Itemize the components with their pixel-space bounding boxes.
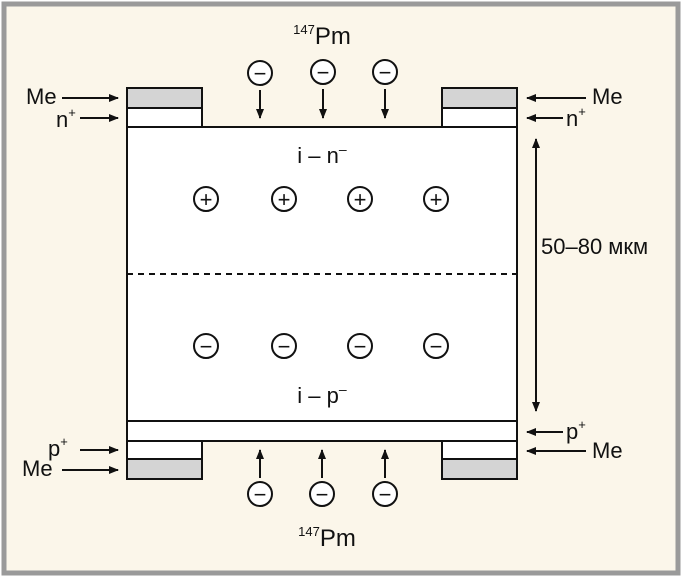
source-mass-top: 147 [293,22,315,37]
positive-charge-1: + [193,186,219,212]
label-n-plus-top-right: n+ [566,104,586,131]
negative-charge-2: − [271,333,297,359]
label-n-plus-top-left: n+ [56,105,76,132]
metal-contact-top-left [126,87,203,109]
p-plus-layer [126,420,518,442]
svg-text:−: − [379,482,392,507]
label-me-top-left: Me [26,84,57,109]
svg-text:−: − [430,334,443,359]
negative-charge-1: − [193,333,219,359]
source-label-bottom: 147Pm [298,524,356,552]
positive-charge-2: + [271,186,297,212]
n-plus-strip-top-left [126,107,203,128]
metal-contact-top-right [441,87,518,109]
svg-text:+: + [200,187,213,212]
svg-text:−: − [379,60,392,85]
region-label-upper: i – n– [297,141,347,168]
thickness-label: 50–80 мкм [541,234,648,259]
p-plus-strip-bottom-left [126,440,203,460]
svg-text:+: + [354,187,367,212]
source-mass-bottom: 147 [298,524,320,539]
svg-text:−: − [254,482,267,507]
incoming-particle-top-1: − [247,60,273,119]
svg-text:−: − [316,482,329,507]
region-label-lower: i – p– [297,381,347,408]
svg-text:−: − [354,334,367,359]
svg-text:−: − [317,60,330,85]
label-me-bottom-left: Me [22,456,53,481]
svg-text:−: − [200,334,213,359]
incoming-particle-bottom-2: − [309,449,335,507]
incoming-particle-bottom-1: − [247,449,273,507]
svg-text:+: + [278,187,291,212]
source-symbol-top: Pm [315,23,351,50]
svg-text:+: + [430,187,443,212]
negative-charge-4: − [423,333,449,359]
p-plus-strip-bottom-right [441,440,518,460]
metal-contact-bottom-right [441,458,518,480]
incoming-particle-top-2: − [310,59,336,119]
source-label-top: 147Pm [293,22,351,50]
label-p-plus-bottom-right: p+ [566,417,586,444]
svg-text:−: − [254,61,267,86]
label-me-bottom-right: Me [592,438,623,463]
positive-charge-4: + [423,186,449,212]
positive-charge-3: + [347,186,373,212]
negative-charge-3: − [347,333,373,359]
label-me-top-right: Me [592,84,623,109]
label-p-plus-bottom-left: p+ [48,434,68,461]
source-symbol-bottom: Pm [320,525,356,552]
incoming-particle-top-3: − [372,59,398,119]
n-plus-strip-top-right [441,107,518,128]
metal-contact-bottom-left [126,458,203,480]
svg-text:−: − [278,334,291,359]
incoming-particle-bottom-3: − [372,449,398,507]
